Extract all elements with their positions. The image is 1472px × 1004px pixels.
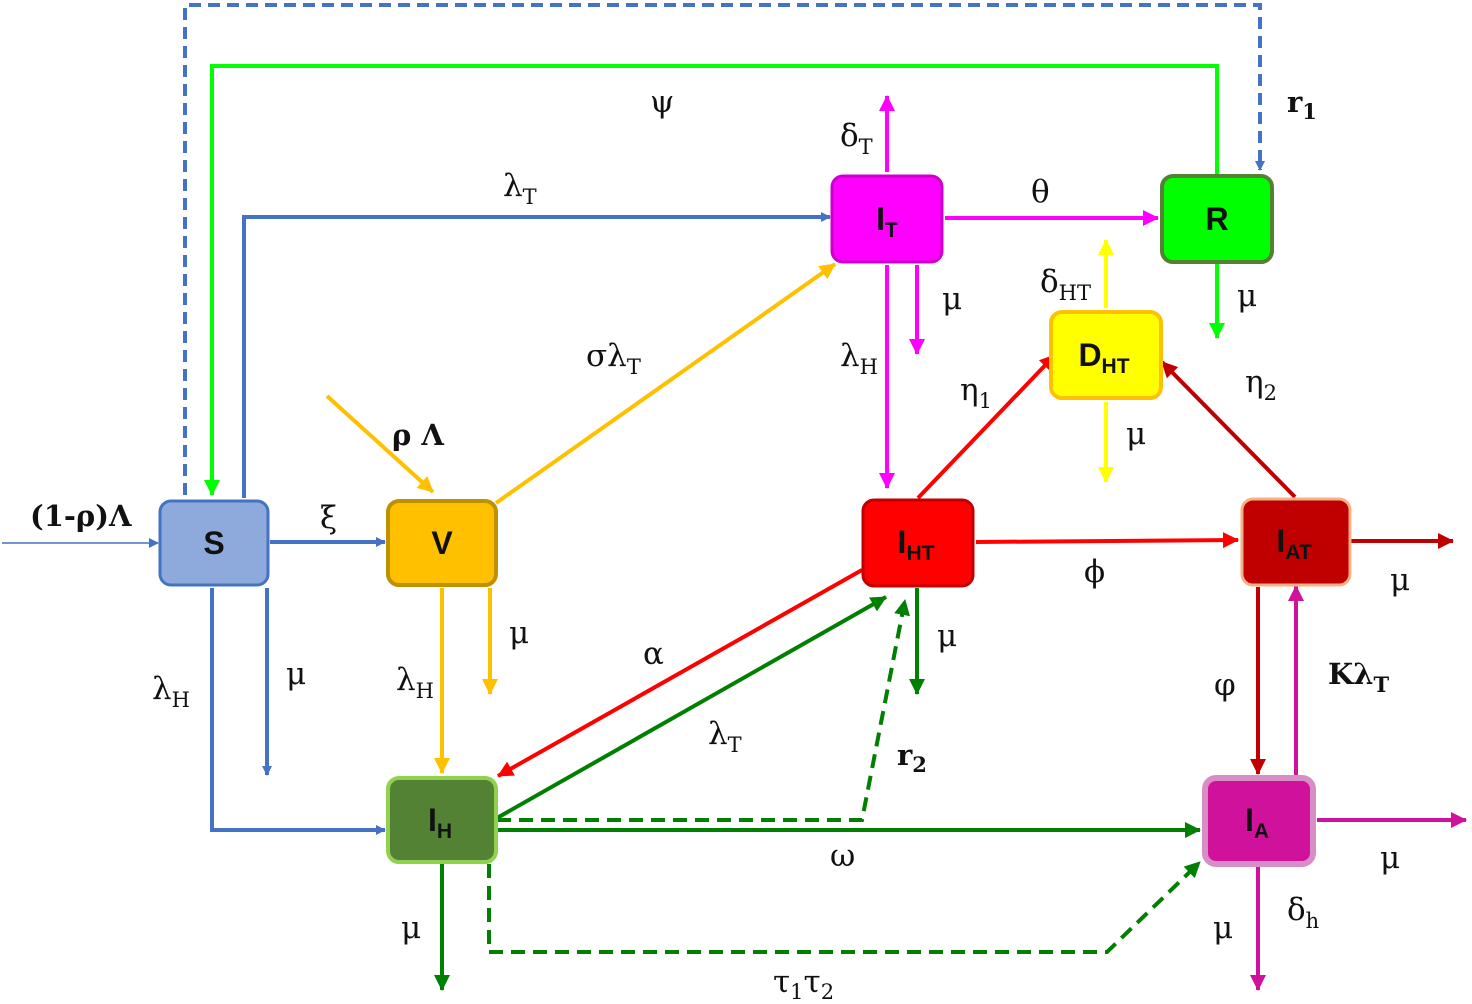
- arrow-s-to-it: [242, 212, 831, 498]
- label-k-lambda-t: KλT: [1328, 657, 1390, 697]
- node-ia-sub: A: [1254, 820, 1269, 843]
- label-delta-ht: δHT: [1040, 264, 1091, 305]
- arrow-ih-to-iht-dashed: [497, 599, 910, 822]
- node-ia-label: I: [1245, 802, 1254, 838]
- arrow-recruit-v: [325, 394, 435, 494]
- label-mu-v: μ: [509, 615, 529, 651]
- label-eta2: η2: [1245, 364, 1277, 405]
- node-iht: IHT: [861, 498, 975, 588]
- node-ih-label: I: [428, 802, 437, 838]
- label-lambda-h-v: λH: [396, 662, 434, 703]
- label-mu-ih: μ: [401, 910, 421, 946]
- svg-text:IH: IH: [428, 802, 452, 843]
- node-r-label: R: [1205, 201, 1228, 237]
- arrow-iat-to-dht: [1160, 360, 1297, 499]
- node-dht: DHT: [1049, 310, 1163, 400]
- arrow-r-to-s: [204, 64, 1219, 496]
- label-lambda-t-ih: λT: [708, 716, 742, 757]
- transition-labels: (1-ρ)Λ ρ Λ ψ r1 λT δT θ μ δHT μ σλT λH η…: [30, 84, 1410, 1004]
- label-omega: ω: [830, 838, 855, 874]
- arrow-s-to-r-dashed: [183, 3, 1265, 495]
- label-mu-dht: μ: [1126, 416, 1146, 452]
- node-iht-sub: HT: [906, 542, 934, 565]
- arrow-s-to-ih: [210, 588, 386, 835]
- arrows: [2, 3, 1467, 991]
- svg-text:R: R: [1205, 201, 1228, 237]
- node-ih-sub: H: [437, 820, 452, 843]
- node-ia: IA: [1202, 775, 1316, 867]
- node-ih: IH: [386, 776, 498, 864]
- label-lambda-h-it: λH: [840, 338, 878, 379]
- arrow-iht-to-dht: [916, 353, 1057, 500]
- arrow-ih-to-ia-dashed: [487, 860, 1202, 954]
- label-psi: ψ: [650, 84, 674, 120]
- svg-text:V: V: [431, 525, 453, 561]
- label-mu-ia-down: μ: [1213, 910, 1233, 946]
- label-tau: τ1τ2: [773, 964, 834, 1004]
- label-mu-ia: μ: [1380, 840, 1400, 876]
- node-dht-sub: HT: [1102, 355, 1130, 378]
- node-iat: IAT: [1240, 497, 1352, 587]
- label-phi-big: ϕ: [1084, 554, 1105, 590]
- node-r: R: [1160, 174, 1274, 264]
- label-lambda-h-s: λH: [152, 671, 190, 712]
- node-it-sub: T: [885, 219, 898, 242]
- svg-text:IA: IA: [1245, 802, 1269, 843]
- label-theta: θ: [1031, 174, 1050, 210]
- arrow-v-to-it: [494, 262, 837, 505]
- svg-text:IAT: IAT: [1276, 523, 1311, 564]
- label-eta1: η1: [960, 372, 992, 413]
- node-s-label: S: [203, 525, 224, 561]
- label-lambda-t-s: λT: [503, 168, 537, 209]
- label-mu-iht: μ: [937, 618, 957, 654]
- label-recruit-v: ρ Λ: [392, 418, 444, 452]
- label-varphi: φ: [1214, 667, 1236, 703]
- label-r2: r2: [897, 738, 927, 777]
- node-v-label: V: [431, 525, 453, 561]
- label-mu-iat: μ: [1390, 562, 1410, 598]
- label-alpha: α: [643, 636, 664, 672]
- node-dht-label: D: [1078, 337, 1101, 373]
- svg-text:S: S: [203, 525, 224, 561]
- label-recruit-s: (1-ρ)Λ: [30, 499, 132, 533]
- label-sigma-lambda-t: σλT: [586, 338, 641, 379]
- node-s: S: [158, 499, 270, 587]
- node-it-label: I: [876, 201, 885, 237]
- node-it: IT: [830, 174, 944, 264]
- label-delta-h: δh: [1287, 892, 1319, 933]
- label-mu-s: μ: [286, 656, 306, 692]
- node-v: V: [386, 499, 498, 587]
- node-iat-sub: AT: [1285, 541, 1312, 564]
- svg-text:IHT: IHT: [898, 524, 935, 565]
- node-iht-label: I: [898, 524, 907, 560]
- label-mu-r: μ: [1237, 278, 1257, 314]
- label-r1: r1: [1287, 85, 1317, 124]
- svg-text:IT: IT: [876, 201, 898, 242]
- svg-text:DHT: DHT: [1078, 337, 1129, 378]
- arrow-iht-to-iat: [975, 532, 1239, 549]
- arrow-ih-to-iht: [496, 595, 887, 820]
- label-xi: ξ: [320, 500, 337, 536]
- node-iat-label: I: [1276, 523, 1285, 559]
- arrow-iht-to-ih: [497, 568, 863, 778]
- label-delta-t: δT: [840, 118, 873, 159]
- label-mu-it: μ: [942, 281, 962, 317]
